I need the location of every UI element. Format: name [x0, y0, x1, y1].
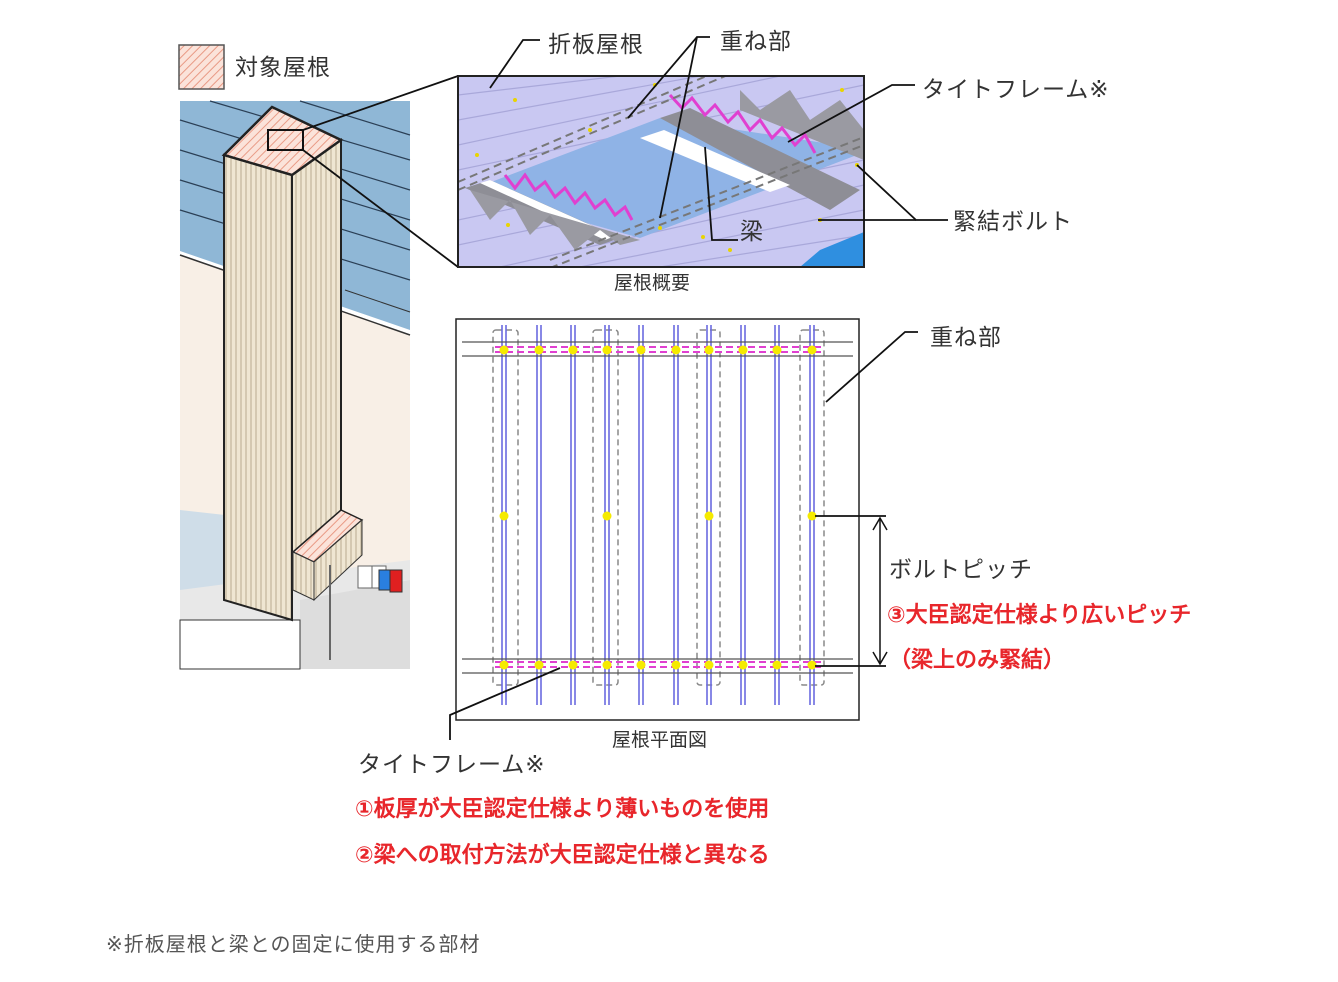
bolt-dot [807, 345, 817, 355]
footnote: ※折板屋根と梁との固定に使用する部材 [106, 932, 481, 956]
bolt-dot [671, 660, 681, 670]
plan-tight-frame-label: タイトフレーム※ [358, 752, 546, 778]
issue-2: ②梁への取付方法が大臣認定仕様と異なる [355, 843, 770, 868]
bolt-dot [602, 660, 612, 670]
bolt-dot [534, 660, 544, 670]
bolt-pitch-label: ボルトピッチ [889, 557, 1033, 583]
bolt-dot [807, 660, 817, 670]
bolt-dot [772, 345, 782, 355]
bolt-dot [704, 660, 714, 670]
roof-plan-illustration [455, 318, 860, 721]
bolt-dot [499, 345, 509, 355]
bolt-dot [704, 511, 714, 521]
bolt-dot [499, 660, 509, 670]
bolt-dot [499, 511, 509, 521]
roof-overview-caption: 屋根概要 [614, 272, 691, 294]
issue-3-sub: （梁上のみ緊結） [889, 648, 1066, 673]
bolt-dot [602, 345, 612, 355]
tight-frame-label: タイトフレーム※ [922, 77, 1110, 103]
issue-3: ③大臣認定仕様より広いピッチ [887, 603, 1192, 628]
bolt-dot [602, 511, 612, 521]
bolt-dot [772, 660, 782, 670]
folded-plate-roof-label: 折板屋根 [548, 32, 644, 58]
bolt-dot [636, 660, 646, 670]
bolt-dot [738, 345, 748, 355]
bolt-dot [671, 345, 681, 355]
zoom-connector-lines [302, 75, 459, 268]
overview-leader-lines [489, 36, 948, 241]
overlap-label: 重ね部 [720, 29, 792, 55]
bolt-label: 緊結ボルト [953, 209, 1073, 235]
beam-label: 梁 [740, 219, 764, 245]
bolt-dot [738, 660, 748, 670]
target-roof-legend-swatch [178, 44, 225, 90]
bolt-dot [807, 511, 817, 521]
bolt-dot [636, 345, 646, 355]
tight-frame-wave [668, 93, 817, 154]
issue-1: ①板厚が大臣認定仕様より薄いものを使用 [355, 797, 770, 822]
bolt-dot [534, 345, 544, 355]
plan-overlap-label: 重ね部 [930, 325, 1002, 351]
bolt-dot [704, 345, 714, 355]
bolt-dot [568, 345, 578, 355]
target-roof-legend-label: 対象屋根 [235, 55, 331, 81]
bolt-dot [568, 660, 578, 670]
roof-plan-caption: 屋根平面図 [612, 729, 708, 751]
building-illustration [179, 100, 411, 670]
tight-frame-wave [503, 172, 634, 221]
plan-leader-lines [449, 331, 918, 740]
roof-overview-illustration [458, 76, 864, 267]
